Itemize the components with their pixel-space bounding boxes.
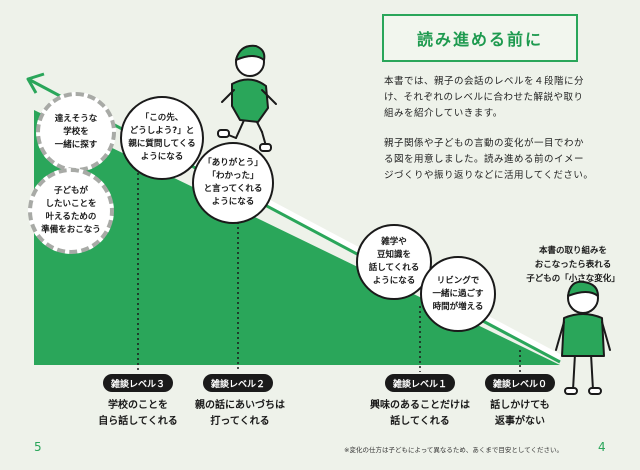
future-bubble-dream: 子どもが したいことを 叶えるための 準備をおこなう bbox=[28, 168, 114, 254]
intro-line: 親子関係や子どもの言動の変化が一目でわか bbox=[384, 138, 585, 149]
level1-sign-bubble-trivia: 雑学や 豆知識を 話してくれる ようになる bbox=[356, 224, 432, 300]
page-number-left: 5 bbox=[34, 440, 42, 454]
intro-line: る図を用意しました。読み進める前のイメー bbox=[384, 154, 585, 165]
intro-line: け、それぞれのレベルに合わせた解説や取り bbox=[384, 92, 584, 103]
section-title: 読み進める前に bbox=[382, 14, 578, 62]
intro-paragraph-1: 本書では、親子の会話のレベルを４段階に分 け、それぞれのレベルに合わせた解説や取… bbox=[384, 74, 612, 122]
level3-tag: 雑談レベル３ bbox=[102, 374, 174, 392]
arrow-head-icon bbox=[26, 72, 45, 94]
level2-sign-bubble: 「ありがとう」 「わかった」 と言ってくれる ようになる bbox=[192, 142, 274, 224]
level3-sign-bubble: 「この先、 どうしよう?」と 親に質問してくる ようになる bbox=[120, 96, 204, 180]
level3-desc: 学校のことを 自ら話してくれる bbox=[98, 400, 178, 427]
page-number-right: 4 bbox=[598, 440, 606, 454]
level1-sign-bubble-living: リビングで 一緒に過ごす 時間が増える bbox=[420, 256, 496, 332]
small-change-note: 本書の取り組みを おこなったら表れる 子どもの「小さな変化」 bbox=[526, 246, 620, 284]
intro-paragraph-2: 親子関係や子どもの言動の変化が一目でわか る図を用意しました。読み進める前のイメ… bbox=[384, 136, 612, 184]
intro-line: ジづくりや振り返りなどに活用してください。 bbox=[384, 170, 594, 181]
footnote: ※変化の仕方は子どもによって異なるため、あくまで目安としてください。 bbox=[344, 446, 564, 454]
level1-desc: 興味のあることだけは 話してくれる bbox=[370, 400, 470, 427]
future-bubble-school: 達えそうな 学校を 一緒に探す bbox=[36, 92, 116, 172]
standing-child-illustration bbox=[555, 280, 611, 395]
intro-line: 組みを紹介していきます。 bbox=[384, 108, 503, 119]
level2-tag: 雑談レベル２ bbox=[202, 374, 274, 392]
walking-child-illustration bbox=[217, 44, 277, 152]
intro-line: 本書では、親子の会話のレベルを４段階に分 bbox=[384, 76, 585, 87]
level1-tag: 雑談レベル１ bbox=[384, 374, 456, 392]
level2-desc: 親の話にあいづちは 打ってくれる bbox=[195, 400, 285, 427]
level0-tag: 雑談レベル０ bbox=[484, 374, 556, 392]
level0-desc: 話しかけても 返事がない bbox=[490, 400, 550, 427]
